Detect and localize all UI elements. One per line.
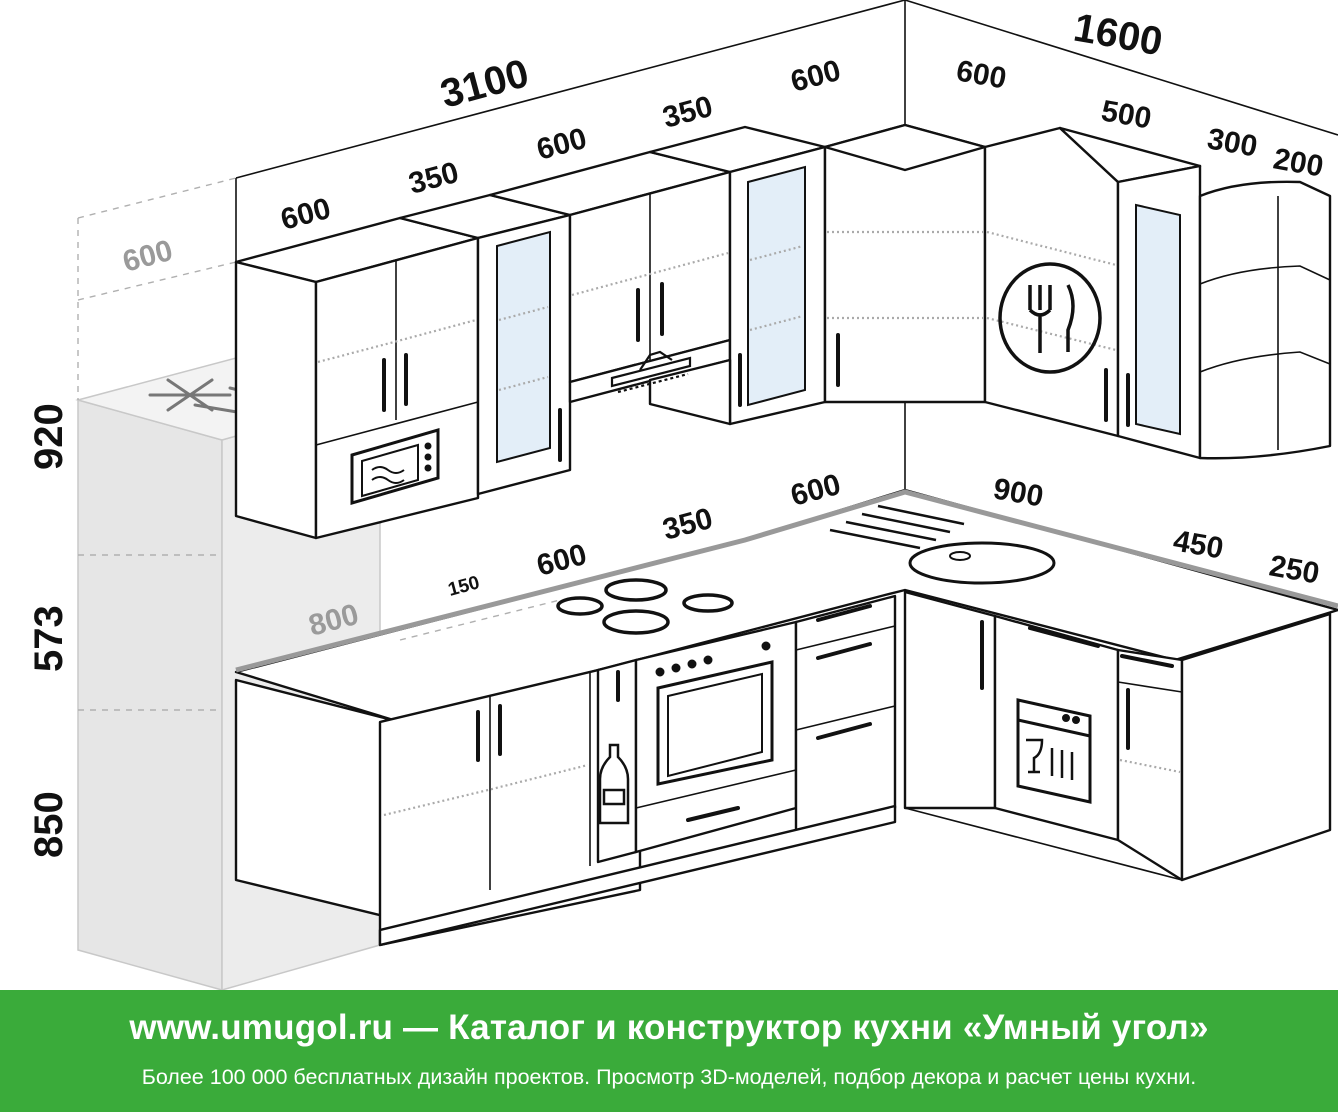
microwave-icon — [350, 428, 440, 505]
bottle-icon — [598, 743, 630, 825]
kitchen-diagram: 3100 1600 920 573 850 600 600 350 600 35… — [27, 0, 1338, 990]
sink-icon — [829, 504, 1056, 585]
oven-icon — [655, 641, 774, 786]
dim-height-lower: 850 — [27, 791, 71, 858]
dim-upper-right-3: 300 — [1205, 122, 1260, 163]
lower-cabinets-left — [234, 594, 897, 947]
dim-lower-right-3: 250 — [1267, 549, 1322, 590]
banner-title[interactable]: www.umugol.ru — Каталог и конструктор ку… — [129, 1008, 1209, 1047]
dim-upper-right-2: 500 — [1099, 94, 1154, 135]
dim-height-gap: 573 — [27, 605, 71, 672]
dim-fridge-depth: 600 — [119, 234, 176, 279]
upper-cabinets-right — [823, 123, 1332, 460]
cooktop-icon — [556, 578, 734, 635]
dim-lower-right-1: 900 — [991, 472, 1046, 513]
dim-upper-left-1: 600 — [277, 192, 334, 237]
range-hood-icon — [610, 350, 692, 394]
cutlery-plate-icon — [998, 262, 1102, 374]
dim-upper-right-4: 200 — [1271, 142, 1326, 183]
fridge-depth-guides — [77, 177, 237, 400]
dim-upper-left-3: 600 — [533, 122, 590, 167]
dim-lower-right-2: 450 — [1171, 524, 1226, 565]
dim-upper-left-4: 350 — [659, 90, 716, 135]
dim-total-left: 3100 — [436, 51, 533, 117]
dim-upper-left-2: 350 — [405, 156, 462, 201]
dishwasher-icon — [1016, 698, 1092, 804]
dim-upper-left-5: 600 — [787, 54, 844, 99]
footer-banner: www.umugol.ru — Каталог и конструктор ку… — [0, 990, 1338, 1112]
dim-lower-left-3: 600 — [533, 538, 590, 583]
dim-lower-left-4: 350 — [659, 502, 716, 547]
dim-lower-left-2: 150 — [446, 572, 482, 600]
upper-cabinets-left — [234, 125, 827, 540]
dim-lower-left-5: 600 — [787, 468, 844, 513]
dim-upper-right-1: 600 — [954, 54, 1009, 95]
banner-subtitle: Более 100 000 бесплатных дизайн проектов… — [141, 1065, 1197, 1089]
dim-height-upper: 920 — [27, 403, 71, 470]
